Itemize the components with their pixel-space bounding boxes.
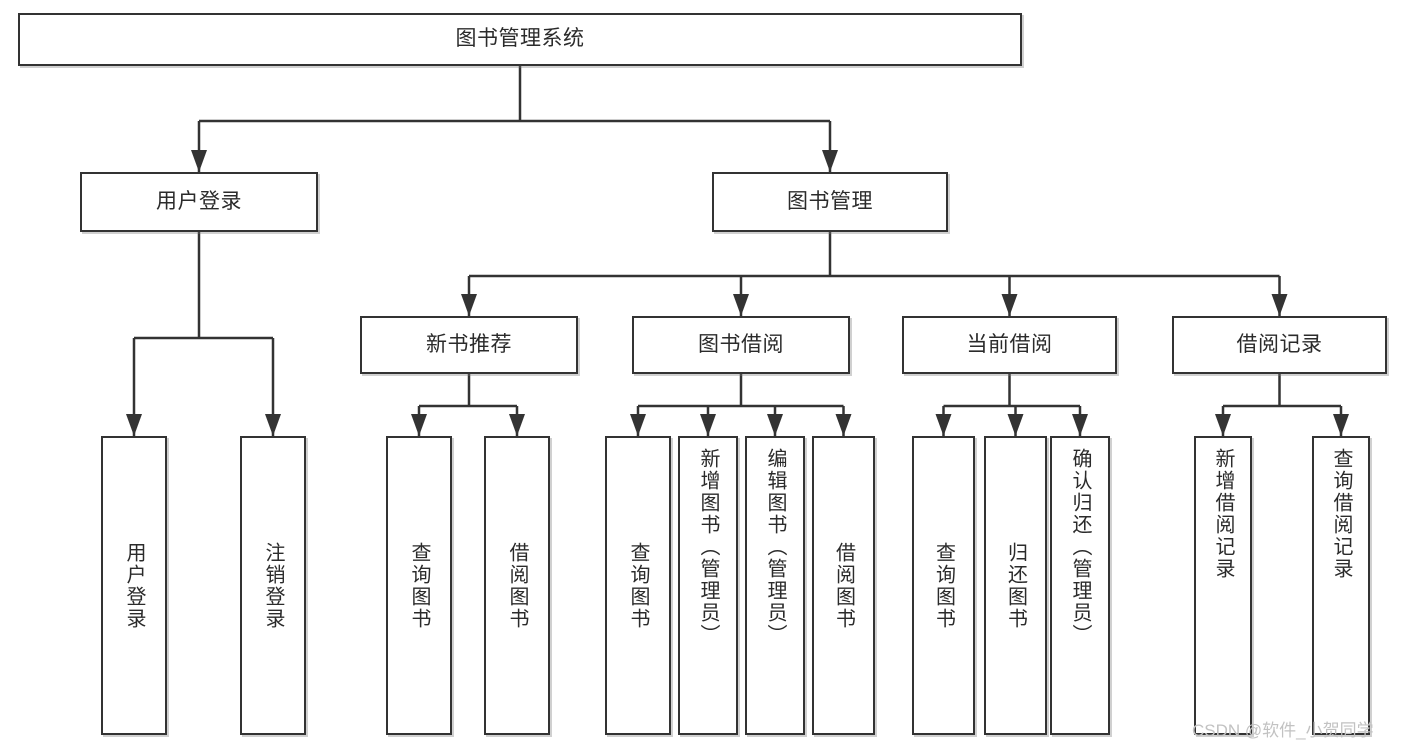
node-label: 用户登录: [123, 541, 145, 630]
node-l2-borrow-record[interactable]: 借阅记录: [1172, 316, 1387, 374]
arrowhead-icon: [1007, 414, 1024, 436]
arrowhead-icon: [1271, 294, 1288, 316]
node-label: 借阅图书: [506, 541, 528, 630]
node-leaf-user-login[interactable]: 用户登录: [101, 436, 167, 735]
node-label: 归还图书: [1004, 541, 1027, 630]
node-leaf-confirm-return[interactable]: 确认归还（管理员）: [1050, 436, 1110, 735]
node-label: 查询借阅记录: [1330, 448, 1352, 580]
node-label: 编辑图书（管理员）: [764, 448, 786, 646]
node-label: 图书借阅: [698, 332, 784, 356]
node-root[interactable]: 图书管理系统: [18, 13, 1022, 66]
node-leaf-borrow-book-a[interactable]: 借阅图书: [484, 436, 550, 735]
node-label: 图书管理: [787, 189, 873, 213]
node-label: 当前借阅: [966, 332, 1053, 356]
arrowhead-icon: [1333, 414, 1349, 436]
node-leaf-logout[interactable]: 注销登录: [240, 436, 306, 735]
node-label: 新增借阅记录: [1212, 448, 1234, 580]
node-label: 新书推荐: [426, 332, 512, 356]
arrowhead-icon: [461, 294, 477, 316]
node-leaf-borrow-book-b[interactable]: 借阅图书: [812, 436, 875, 735]
arrowhead-icon: [509, 414, 525, 436]
node-l1-book-manage[interactable]: 图书管理: [712, 172, 948, 232]
node-label: 借阅记录: [1236, 332, 1323, 356]
arrowhead-icon: [733, 294, 749, 316]
arrowhead-icon: [1215, 414, 1231, 436]
arrowhead-icon: [411, 414, 427, 436]
node-label: 确认归还（管理员）: [1069, 448, 1091, 646]
node-label: 新增图书（管理员）: [697, 448, 719, 646]
watermark-label: CSDN @软件_小贺同学: [1192, 721, 1374, 740]
node-l2-current-borrow[interactable]: 当前借阅: [902, 316, 1117, 374]
arrowhead-icon: [265, 414, 281, 436]
node-label: 用户登录: [156, 189, 242, 213]
arrowhead-icon: [767, 414, 783, 436]
node-label: 注销登录: [262, 541, 284, 630]
arrowhead-icon: [700, 414, 716, 436]
arrowhead-icon: [1001, 294, 1018, 316]
arrowhead-icon: [822, 150, 838, 172]
node-leaf-query-book-a[interactable]: 查询图书: [386, 436, 452, 735]
node-l1-user-login[interactable]: 用户登录: [80, 172, 318, 232]
node-label: 查询图书: [627, 541, 649, 630]
node-label: 借阅图书: [832, 541, 855, 630]
arrowhead-icon: [835, 414, 852, 436]
node-leaf-query-book-b[interactable]: 查询图书: [605, 436, 671, 735]
arrowhead-icon: [126, 414, 142, 436]
node-l2-book-borrow[interactable]: 图书借阅: [632, 316, 850, 374]
node-leaf-query-book-c[interactable]: 查询图书: [912, 436, 975, 735]
node-label: 查询图书: [932, 541, 955, 630]
node-l2-new-book-rec[interactable]: 新书推荐: [360, 316, 578, 374]
node-label: 图书管理系统: [455, 27, 585, 51]
node-leaf-add-book[interactable]: 新增图书（管理员）: [678, 436, 738, 735]
node-leaf-add-record[interactable]: 新增借阅记录: [1194, 436, 1252, 735]
node-leaf-edit-book[interactable]: 编辑图书（管理员）: [745, 436, 805, 735]
node-label: 查询图书: [408, 541, 430, 630]
node-leaf-query-record[interactable]: 查询借阅记录: [1312, 436, 1370, 735]
node-leaf-return-book[interactable]: 归还图书: [984, 436, 1047, 735]
arrowhead-icon: [630, 414, 646, 436]
arrowhead-icon: [935, 414, 952, 436]
arrowhead-icon: [191, 150, 207, 172]
arrowhead-icon: [1072, 414, 1088, 436]
